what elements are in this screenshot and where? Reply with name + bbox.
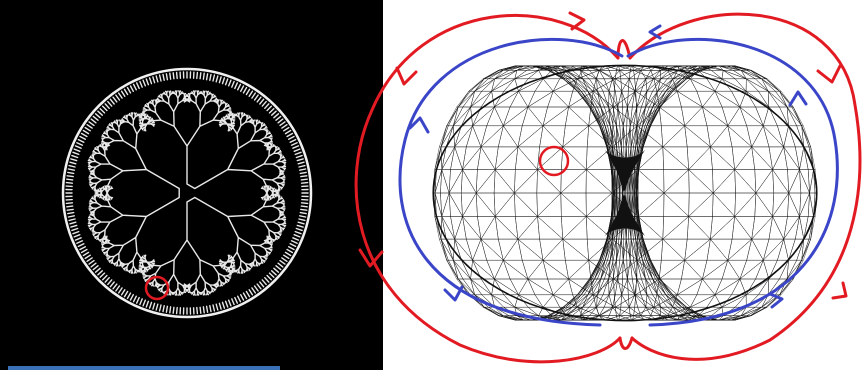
right-panel <box>356 13 860 362</box>
arrow-red-lower-right <box>833 283 846 298</box>
arrow-blue-top <box>650 26 660 38</box>
left-panel-bottom-strip <box>8 366 280 370</box>
right-highlight-circle <box>540 147 568 175</box>
arrow-red-upper-right <box>818 66 840 82</box>
arrow-blue-lower-left <box>445 287 462 300</box>
arrow-blue-right <box>790 92 806 105</box>
left-panel-background <box>0 0 383 370</box>
arrow-blue-lower-right <box>770 294 782 307</box>
left-panel <box>0 0 383 370</box>
arrow-red-upper-left <box>397 68 416 84</box>
torus-wireframe-mesh <box>433 65 817 320</box>
torus-mesh-lines <box>433 66 817 320</box>
outer-flow-bottom-cap <box>620 338 632 349</box>
